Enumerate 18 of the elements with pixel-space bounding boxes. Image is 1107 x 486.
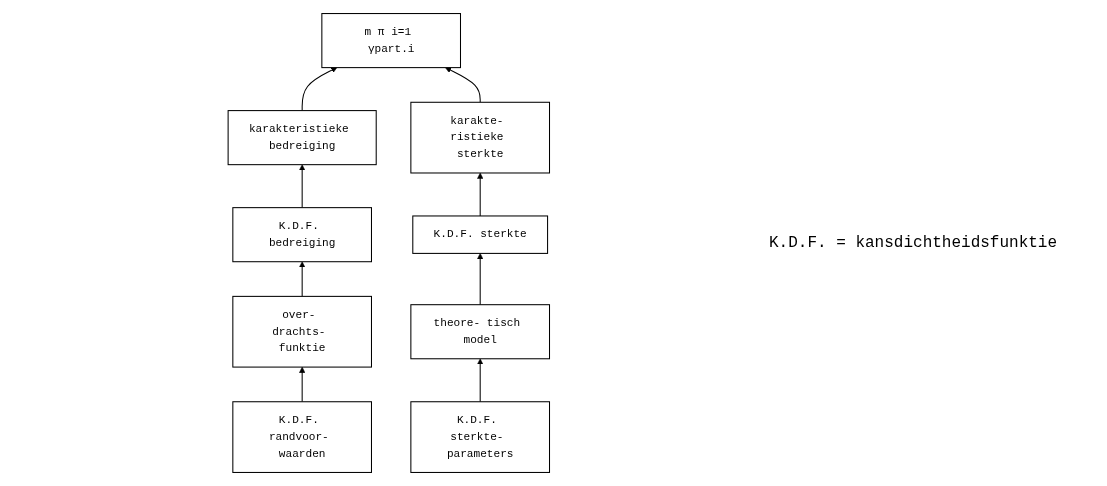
- arrow: [298, 366, 305, 403]
- node-box: over- drachts- funktie: [232, 295, 372, 368]
- arrow: [476, 358, 483, 403]
- node-box: karakteristieke bedreiging: [227, 110, 377, 166]
- arrow: [476, 253, 483, 306]
- node-box: K.D.F. randvoor- waarden: [232, 401, 372, 473]
- node-box: karakte- ristieke sterkte: [410, 101, 550, 174]
- node-box: K.D.F. sterkte: [411, 215, 548, 254]
- arrow: [444, 67, 481, 103]
- note-text: K.D.F. = kansdichtheidsfunktie: [769, 234, 1059, 252]
- node-box: K.D.F. bedreiging: [232, 207, 372, 263]
- arrow: [476, 172, 483, 217]
- arrow: [298, 164, 305, 209]
- arrow: [301, 67, 337, 112]
- node-box: theore- tisch model: [410, 304, 550, 360]
- node-box: m π i=1 γpart.i: [321, 13, 461, 69]
- arrow: [298, 261, 305, 297]
- node-box: K.D.F. sterkte- parameters: [410, 401, 550, 473]
